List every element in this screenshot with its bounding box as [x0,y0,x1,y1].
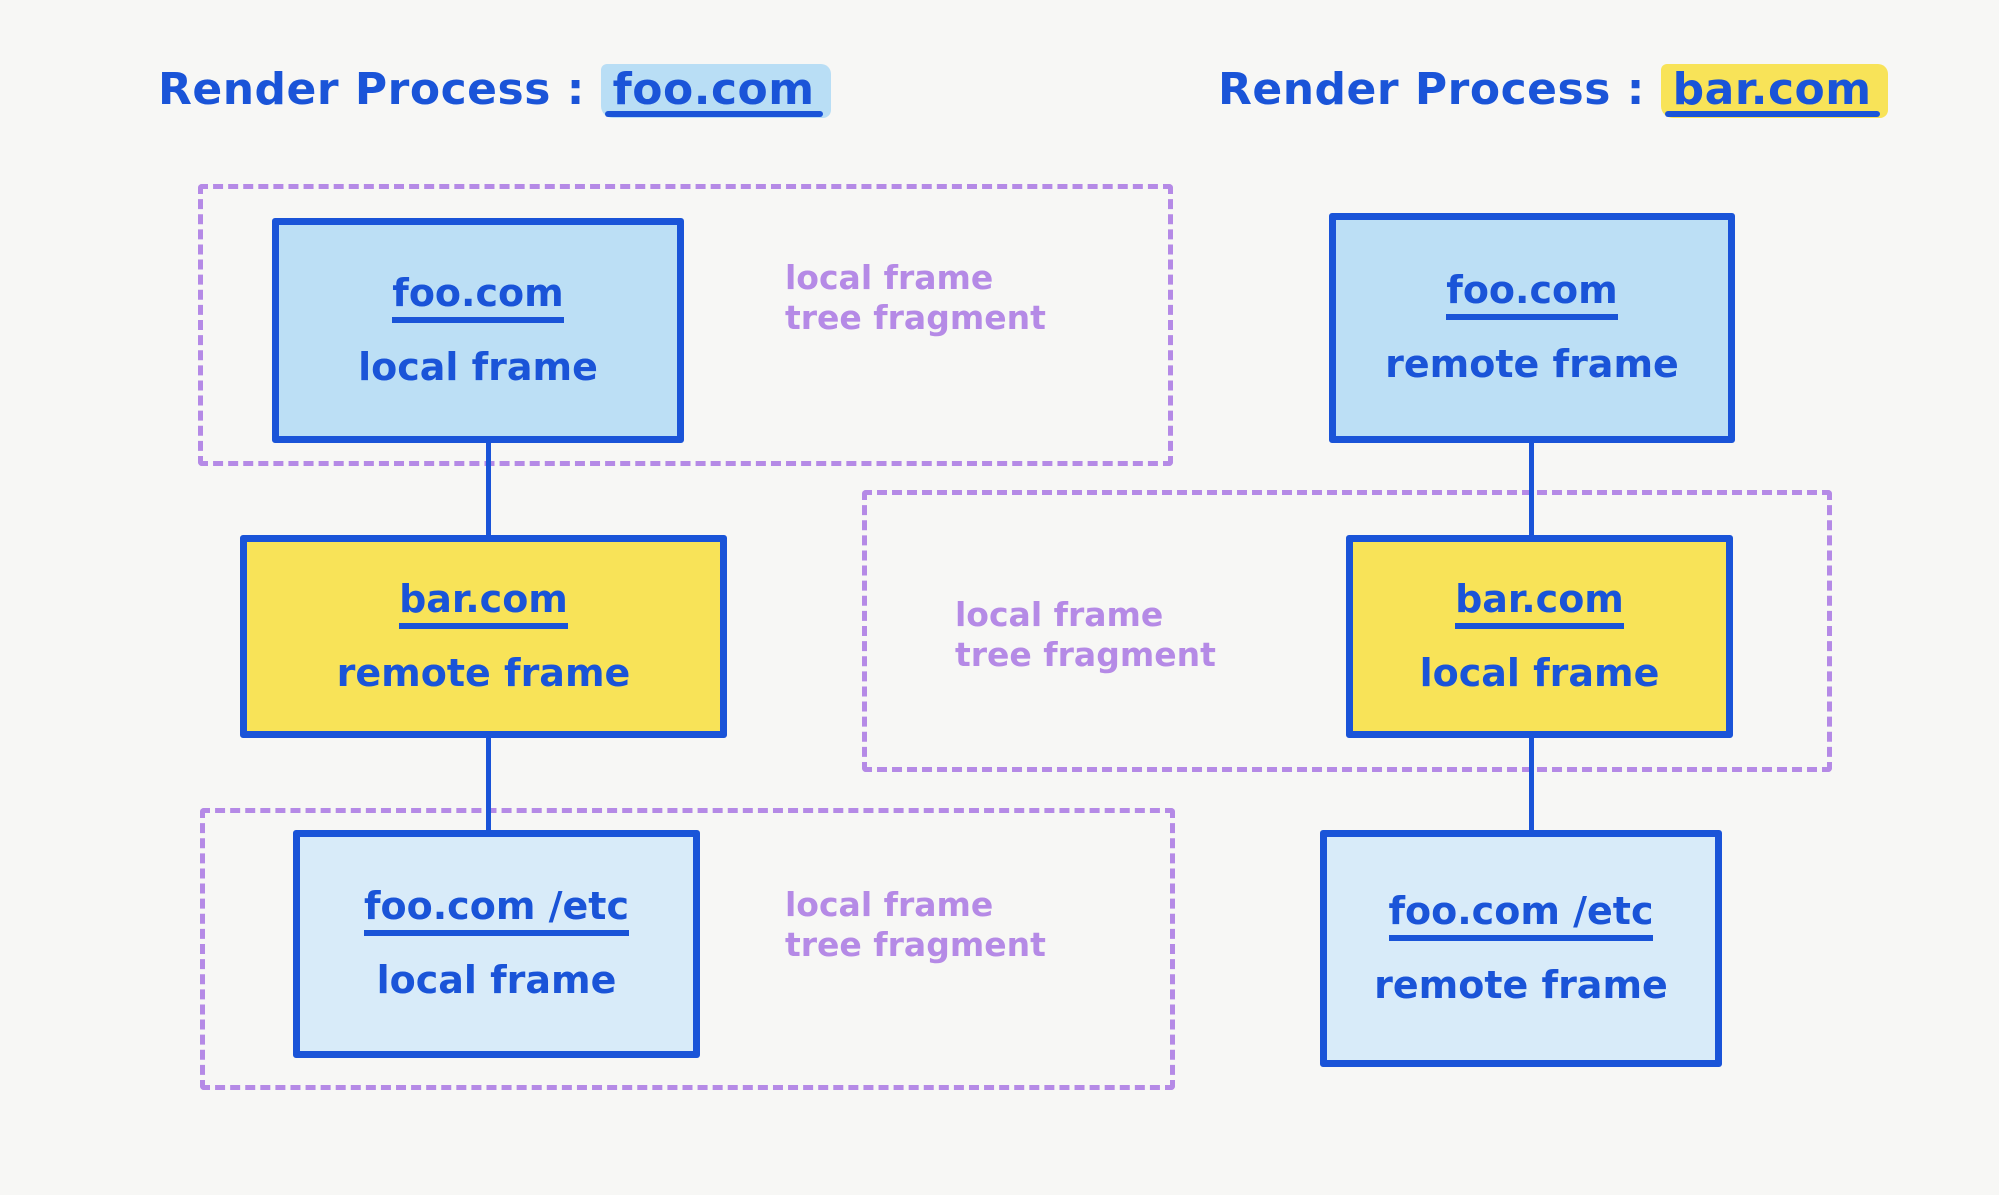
frame-origin: foo.com [392,272,564,323]
frame-kind: local frame [1419,650,1660,695]
fragment-group-left-top [198,184,1173,466]
frame-kind: remote frame [1385,342,1679,386]
frame-node-right-bar-local[interactable]: bar.com local frame [1346,535,1733,738]
fragment-group-middle [862,490,1832,772]
fragment-label-left-bottom: local frame tree fragment [785,885,1046,965]
frame-node-left-foo-local[interactable]: foo.com local frame [272,218,684,443]
frame-origin: foo.com /etc [364,885,629,936]
frame-kind: local frame [376,958,617,1002]
title-prefix-bar: Render Process : [1218,64,1661,115]
frame-origin: bar.com [399,578,568,629]
frame-origin: foo.com [1446,269,1618,320]
frame-node-left-fooetc-local[interactable]: foo.com /etc local frame [293,830,700,1058]
fragment-group-left-bottom [200,808,1175,1090]
connector-left-2-3 [486,735,491,835]
title-origin-foo: foo.com [600,62,831,118]
frame-node-right-fooetc-remote[interactable]: foo.com /etc remote frame [1320,830,1722,1067]
frame-origin: bar.com [1455,578,1624,629]
connector-right-2-3 [1529,735,1534,835]
frame-node-right-foo-remote[interactable]: foo.com remote frame [1329,213,1735,443]
frame-kind: remote frame [336,650,631,695]
render-process-title-foo: Render Process : foo.com [158,62,831,118]
fragment-label-middle: local frame tree fragment [955,595,1216,675]
title-prefix-foo: Render Process : [158,64,601,115]
render-process-title-bar: Render Process : bar.com [1218,62,1888,118]
frame-kind: local frame [358,344,598,389]
connector-left-1-2 [486,440,491,540]
connector-right-1-2 [1529,440,1534,540]
fragment-label-left-top: local frame tree fragment [785,258,1046,338]
frame-node-left-bar-remote[interactable]: bar.com remote frame [240,535,727,738]
frame-kind: remote frame [1374,962,1668,1007]
frame-origin: foo.com /etc [1388,890,1654,941]
title-origin-bar: bar.com [1660,62,1888,118]
